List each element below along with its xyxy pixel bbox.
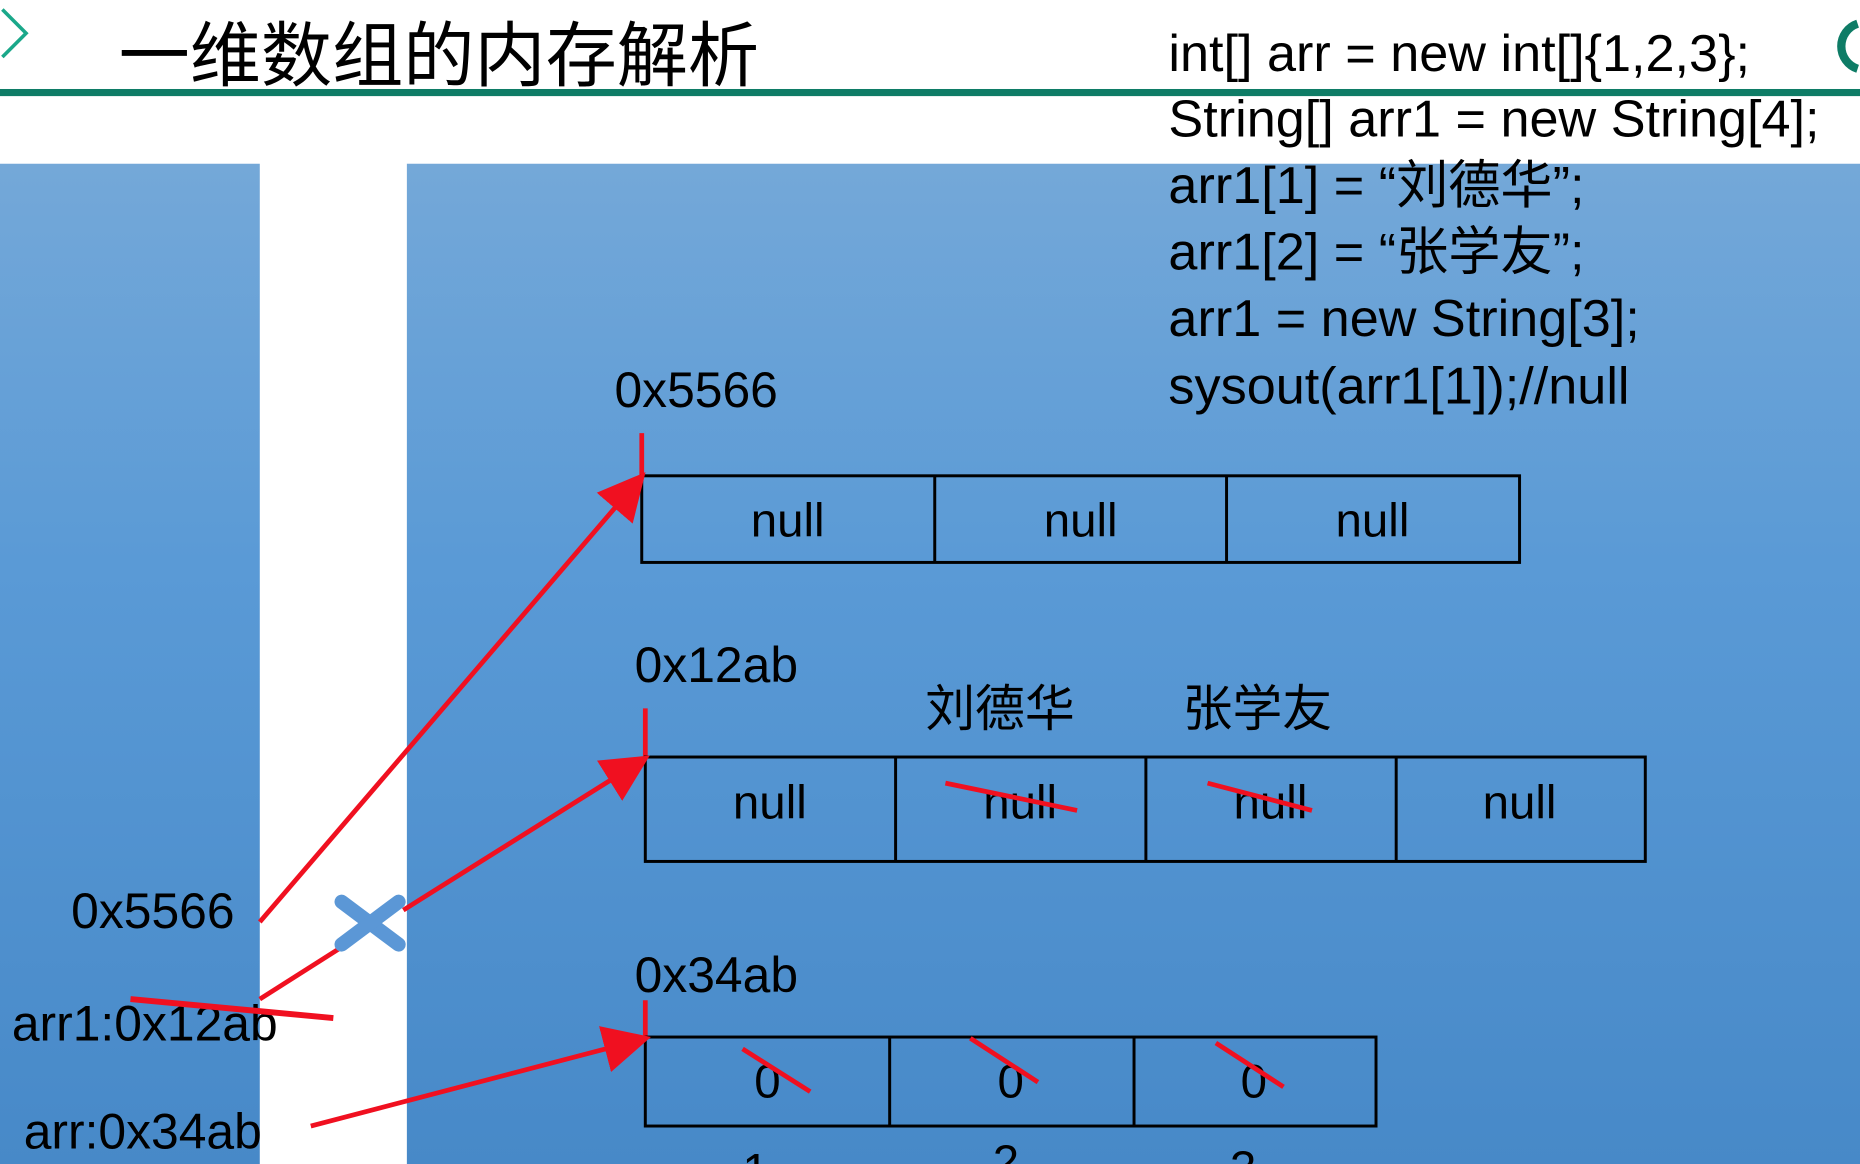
strike-line [130, 996, 334, 1022]
array-cell: null [1483, 777, 1557, 830]
pointer-arrow-old [402, 755, 650, 913]
chevron-icon [1, 8, 29, 59]
pointer-arrow-old [258, 943, 346, 1002]
code-line: sysout(arr1[1]);//null [1168, 357, 1629, 415]
pointer-arrow [257, 472, 646, 924]
array-cell: null [733, 777, 807, 830]
strike-line [969, 1036, 1040, 1085]
logo-arc-icon [1837, 19, 1860, 73]
assigned-value: 张学友 [1183, 681, 1332, 737]
array-address: 0x34ab [635, 947, 798, 1003]
heap-array-0x5566: 0x5566 null null null [614, 362, 1522, 564]
array-address: 0x5566 [614, 362, 777, 418]
strike-line [944, 780, 1078, 813]
assigned-value: 2 [993, 1136, 1019, 1164]
strike-line [741, 1046, 812, 1094]
pointer-arrow [310, 1026, 651, 1129]
heap-array-0x12ab: 0x12ab 刘德华 张学友 null null null null [635, 637, 1647, 863]
code-line: arr1 = new String[3]; [1168, 290, 1639, 348]
array-box [643, 1035, 1378, 1128]
heap-panel [406, 163, 1860, 1164]
stack-item: arr:0x34ab [24, 1104, 262, 1160]
title-divider [0, 88, 1860, 97]
stack-item: arr1:0x12ab [12, 996, 278, 1052]
assigned-value: 1 [742, 1145, 768, 1164]
code-line: arr1[1] = “刘德华”; [1168, 157, 1584, 215]
stack-variables: 0x5566 arr1:0x12ab arr:0x34ab [12, 883, 334, 1160]
array-cell: null [751, 494, 825, 547]
code-line: arr1[2] = “张学友”; [1168, 223, 1584, 281]
stack-item: 0x5566 [71, 883, 234, 939]
array-address: 0x12ab [635, 637, 798, 693]
page-title: 一维数组的内存解析 [119, 18, 759, 97]
array-cell: null [1234, 777, 1308, 830]
broken-link-x-icon [334, 894, 406, 952]
assigned-value: 刘德华 [925, 681, 1074, 737]
code-line: int[] arr = new int[]{1,2,3}; [1168, 25, 1750, 83]
code-line: String[] arr1 = new String[4]; [1168, 90, 1819, 148]
assigned-value: 3 [1230, 1142, 1256, 1164]
heap-array-0x34ab: 0x34ab 0 0 0 1 2 3 [635, 947, 1378, 1164]
code-block: int[] arr = new int[]{1,2,3}; String[] a… [1168, 25, 1819, 415]
array-cell: null [1336, 494, 1410, 547]
strike-line [1206, 780, 1313, 813]
strike-line [1214, 1040, 1285, 1089]
stack-panel [0, 163, 260, 1164]
array-cell: null [1044, 494, 1118, 547]
